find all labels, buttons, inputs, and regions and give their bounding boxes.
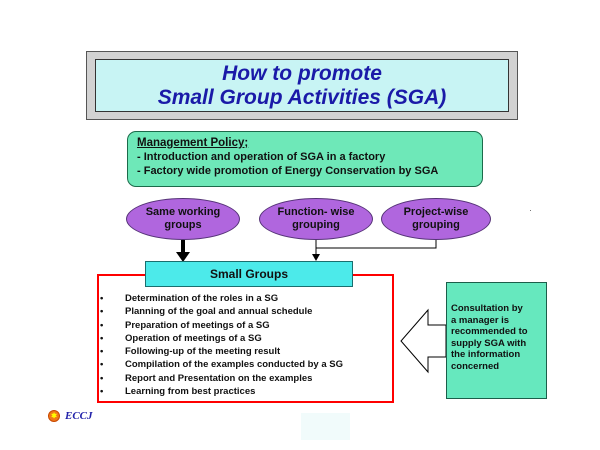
ellipse-label-line-1: Function- wise — [277, 206, 355, 218]
management-policy-box: Management Policy; - Introduction and op… — [127, 131, 483, 187]
left-block-arrow — [400, 308, 447, 374]
list-item: •Operation of meetings of a SG — [100, 332, 262, 344]
small-groups-header: Small Groups — [145, 261, 353, 287]
ellipse-label-line-2: groups — [164, 219, 202, 231]
bullet-icon: • — [100, 346, 104, 358]
ellipse-project-wise-grouping: Project-wise grouping — [381, 198, 491, 240]
stray-dot — [530, 210, 531, 211]
list-item: •Planning of the goal and annual schedul… — [100, 306, 313, 318]
bullet-icon: • — [100, 372, 104, 384]
consultation-line: supply SGA with — [451, 337, 527, 349]
list-item: •Report and Presentation on the examples — [100, 372, 313, 384]
title-banner: How to promote Small Group Activities (S… — [95, 59, 509, 112]
bullet-icon: • — [100, 359, 104, 371]
list-item: •Determination of the roles in a SG — [100, 293, 279, 304]
eccj-logo-icon: ✱ — [48, 410, 60, 422]
list-item: •Preparation of meetings of a SG — [100, 319, 270, 331]
connector-project-wise — [316, 240, 437, 249]
title-line-1: How to promote — [222, 62, 382, 85]
consultation-box: Consultation by a manager is recommended… — [446, 282, 547, 399]
arrowhead-function-wise — [312, 254, 320, 261]
small-groups-activities-box — [97, 274, 394, 403]
faint-placeholder-rect — [301, 413, 350, 440]
eccj-logo-text: ECCJ — [65, 410, 93, 422]
bullet-icon: • — [100, 293, 104, 304]
consultation-line: recommended to — [451, 326, 528, 337]
ellipse-same-working-groups: Same working groups — [126, 198, 240, 240]
consultation-line: concerned — [451, 360, 500, 372]
eccj-logo: ✱ ECCJ — [48, 409, 93, 423]
list-item: •Following-up of the meeting result — [100, 346, 281, 358]
consultation-line: a manager is — [451, 314, 510, 326]
consultation-line: the information — [451, 349, 521, 360]
bullet-icon: • — [100, 306, 104, 318]
consultation-line: Consultation by — [451, 303, 523, 314]
ellipse-label-line-1: Project-wise — [403, 206, 469, 218]
list-item: •Compilation of the examples conducted b… — [100, 359, 344, 371]
ellipse-label-line-1: Same working — [145, 206, 221, 218]
activities-list: •Determination of the roles in a SG •Pla… — [100, 292, 392, 398]
ellipse-function-wise-grouping: Function- wise grouping — [259, 198, 373, 240]
policy-line-1: - Introduction and operation of SGA in a… — [137, 151, 386, 163]
bullet-icon: • — [100, 319, 104, 331]
policy-line-2: - Factory wide promotion of Energy Conse… — [137, 165, 439, 177]
bullet-icon: • — [100, 332, 104, 344]
title-line-2: Small Group Activities (SGA) — [157, 86, 447, 109]
ellipse-label-line-2: grouping — [412, 219, 460, 231]
arrowhead-same-working — [176, 252, 190, 262]
bullet-icon: • — [100, 386, 104, 398]
ellipse-label-line-2: grouping — [292, 219, 340, 231]
management-policy-heading: Management Policy; — [137, 137, 249, 149]
list-item: •Learning from best practices — [100, 386, 256, 398]
